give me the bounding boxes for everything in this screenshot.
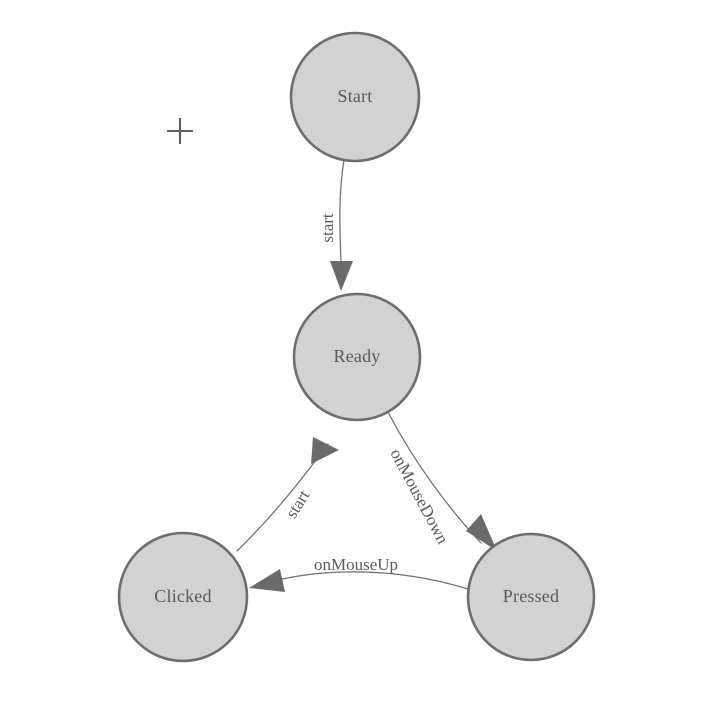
edge-pressed-to-clicked[interactable]: onMouseUp xyxy=(249,555,469,592)
node-circle-start[interactable] xyxy=(289,31,421,163)
node-start[interactable]: Start xyxy=(289,31,421,163)
edge-label-ready-to-pressed: onMouseDown xyxy=(386,446,452,548)
node-pressed[interactable]: Pressed xyxy=(466,532,596,662)
node-clicked[interactable]: Clicked xyxy=(117,531,249,663)
edge-label-start-to-ready: start xyxy=(318,213,337,243)
node-circle-ready[interactable] xyxy=(292,292,422,422)
crosshair-icon xyxy=(167,118,193,144)
arrowhead-into-ready-top xyxy=(330,261,353,291)
arrowhead-into-ready-lower-left xyxy=(311,437,339,464)
edge-path-pressed-to-clicked[interactable] xyxy=(277,571,469,590)
node-label-pressed: Pressed xyxy=(503,586,559,606)
node-label-clicked: Clicked xyxy=(154,586,211,606)
node-ready[interactable]: Ready xyxy=(292,292,422,422)
edge-label-clicked-to-ready: start xyxy=(282,486,314,521)
arrowhead-into-clicked xyxy=(249,569,285,592)
node-circle-clicked[interactable] xyxy=(117,531,249,663)
node-label-ready: Ready xyxy=(334,346,381,366)
node-label-start: Start xyxy=(338,86,373,106)
node-circle-pressed[interactable] xyxy=(466,532,596,662)
edge-label-pressed-to-clicked: onMouseUp xyxy=(314,555,398,574)
edge-clicked-to-ready[interactable]: start xyxy=(236,437,339,552)
edge-ready-to-pressed[interactable]: onMouseDown xyxy=(386,411,497,551)
edge-path-start-to-ready[interactable] xyxy=(339,159,345,263)
arrowhead-into-pressed xyxy=(466,514,497,551)
edge-start-to-ready[interactable]: start xyxy=(318,159,353,291)
